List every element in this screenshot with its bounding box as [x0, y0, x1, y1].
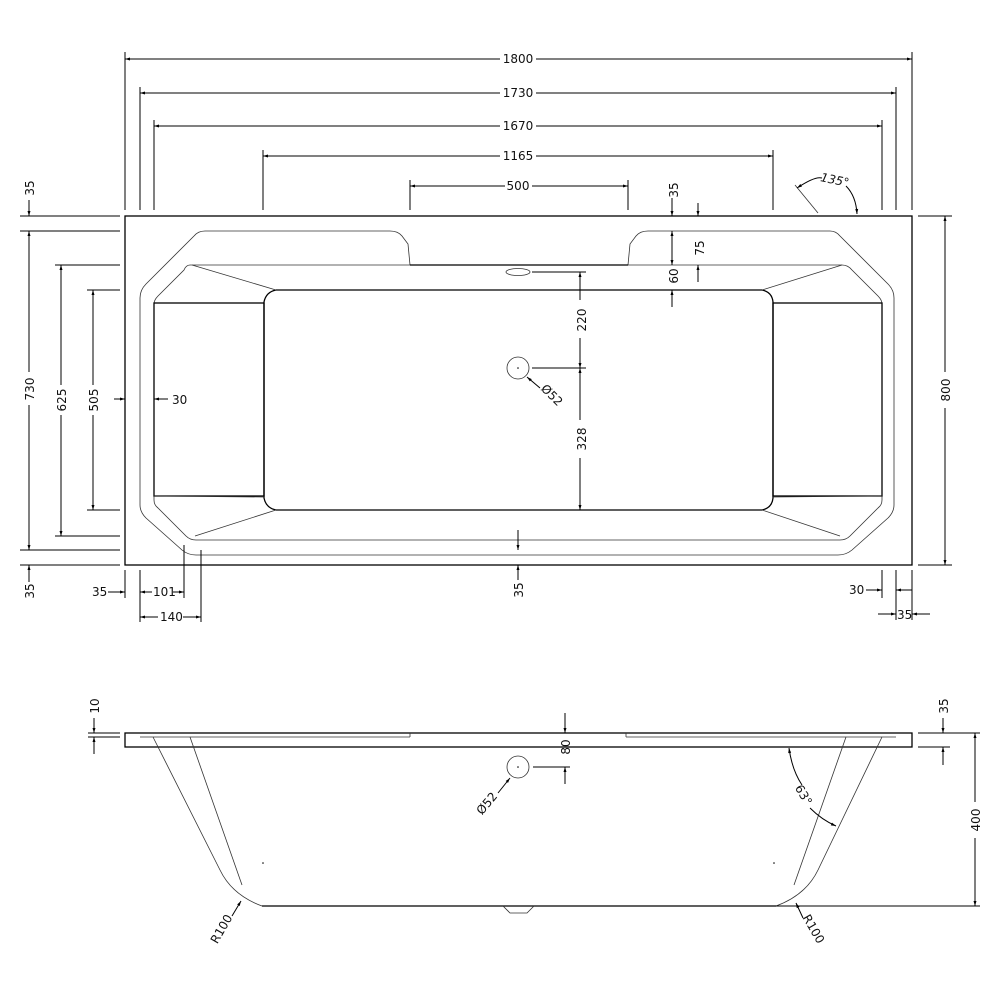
dim-bowl-floor-length: 1165	[503, 149, 534, 163]
dim-bowl-outer-length: 1670	[503, 119, 534, 133]
dim-top-rim-left: 35	[23, 180, 37, 195]
rim-inner-outline	[139, 230, 895, 556]
dim-deck-depth: 75	[693, 240, 707, 255]
dim-overflow-to-waste: 220	[575, 309, 589, 332]
overflow-side	[506, 755, 530, 779]
dim-overall-length: 1800	[503, 52, 534, 66]
slope-line	[772, 495, 883, 498]
dim-center-deck-span: 500	[507, 179, 530, 193]
dim-waste-to-side: 328	[575, 428, 589, 451]
dim-bottom-left-rim: 35	[92, 585, 107, 599]
slope-line	[761, 264, 843, 291]
bowl-outline	[153, 264, 883, 541]
slope-line	[153, 495, 265, 498]
dim-rim-step: 10	[88, 698, 102, 713]
plan-view: 1800 1730 1670 1165 500 35 135° 75	[20, 52, 953, 624]
dim-side-angle: 63°	[792, 782, 815, 807]
dim-left-radius: R100	[208, 912, 236, 946]
dim-bowl-width: 625	[55, 389, 69, 412]
slope-line	[761, 509, 841, 537]
dim-left-slope: 101	[153, 585, 176, 599]
dim-rim-thickness: 35	[937, 698, 951, 713]
dim-bottom-center-rim: 35	[512, 582, 526, 597]
dim-right-rim: 35	[897, 608, 912, 622]
dim-rim-inner-width: 730	[23, 378, 37, 401]
slope-line	[191, 264, 277, 291]
dim-right-radius: R100	[800, 912, 828, 946]
dim-overall-width: 800	[939, 379, 953, 402]
dim-step-depth: 60	[667, 268, 681, 283]
waste-outlet	[506, 356, 530, 380]
bowl-floor	[263, 289, 774, 511]
dim-overflow-diameter: Ø52	[474, 789, 501, 817]
dim-top-rim: 35	[667, 182, 681, 197]
side-body-right	[775, 736, 883, 907]
dim-overall-height: 400	[969, 809, 983, 832]
dim-floor-width: 505	[87, 389, 101, 412]
overflow-outlet	[505, 268, 531, 276]
left-end-panel	[153, 302, 265, 497]
right-end-panel	[772, 302, 883, 497]
dim-rim-inner-length: 1730	[503, 86, 534, 100]
dim-side-wall: 30	[172, 393, 187, 407]
dim-bottom-rim-left: 35	[23, 583, 37, 598]
dim-waste-diameter: Ø52	[538, 381, 565, 408]
waste-trap	[502, 905, 535, 914]
side-rim	[124, 732, 913, 748]
waste-center	[517, 367, 519, 369]
side-view: 80 Ø52 10 35 400 63° R100 R100	[88, 698, 983, 946]
slope-line	[194, 509, 277, 537]
side-body-left	[152, 736, 263, 907]
dim-left-corner: 140	[160, 610, 183, 624]
dim-overflow-height: 80	[559, 739, 573, 754]
dim-corner-angle: 135°	[819, 170, 850, 190]
dim-right-wall: 30	[849, 583, 864, 597]
